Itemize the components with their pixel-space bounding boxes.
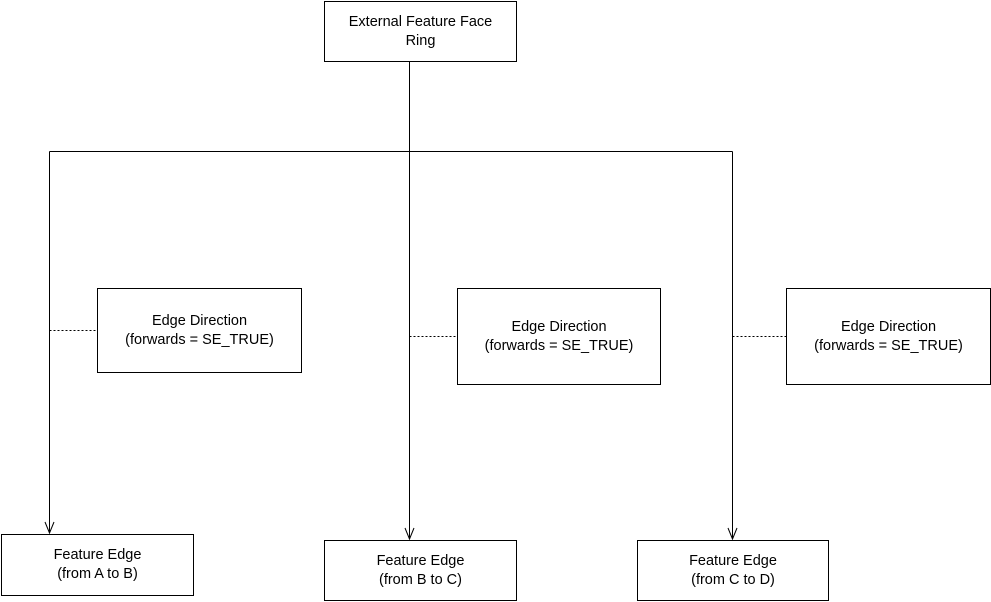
direction-3-line1: Edge Direction xyxy=(840,318,937,335)
root-line1: External Feature Face xyxy=(348,13,493,30)
arrowhead-edge-ab xyxy=(44,521,55,535)
direction-2-line1: Edge Direction xyxy=(511,318,607,335)
edge-ab-line1: Feature Edge xyxy=(53,547,142,563)
feature-edge-node-ab: Feature Edge (from A to B) xyxy=(1,534,194,596)
edge-ab-line2: (from A to B) xyxy=(57,566,138,582)
edge-bc-line2: (from B to C) xyxy=(379,571,462,588)
edge-direction-node-3: Edge Direction (forwards = SE_TRUE) xyxy=(786,288,991,385)
edge-cd-line2: (from C to D) xyxy=(691,571,775,588)
feature-edge-node-cd: Feature Edge (from C to D) xyxy=(637,540,829,601)
direction-3-line2: (forwards = SE_TRUE) xyxy=(814,337,963,354)
edge-cd-line1: Feature Edge xyxy=(689,552,777,569)
edge-direction-node-1: Edge Direction (forwards = SE_TRUE) xyxy=(97,288,302,373)
root-line2: Ring xyxy=(405,32,436,49)
arrowhead-edge-bc xyxy=(404,527,415,541)
arrowhead-edge-cd xyxy=(727,527,738,541)
external-feature-face-ring-node: External Feature Face Ring xyxy=(324,1,517,62)
direction-2-line2: (forwards = SE_TRUE) xyxy=(484,337,634,354)
direction-1-line1: Edge Direction xyxy=(151,312,248,329)
edge-bc-line1: Feature Edge xyxy=(376,552,465,569)
feature-edge-node-bc: Feature Edge (from B to C) xyxy=(324,540,517,601)
edge-direction-node-2: Edge Direction (forwards = SE_TRUE) xyxy=(457,288,661,385)
direction-1-line2: (forwards = SE_TRUE) xyxy=(125,331,274,348)
